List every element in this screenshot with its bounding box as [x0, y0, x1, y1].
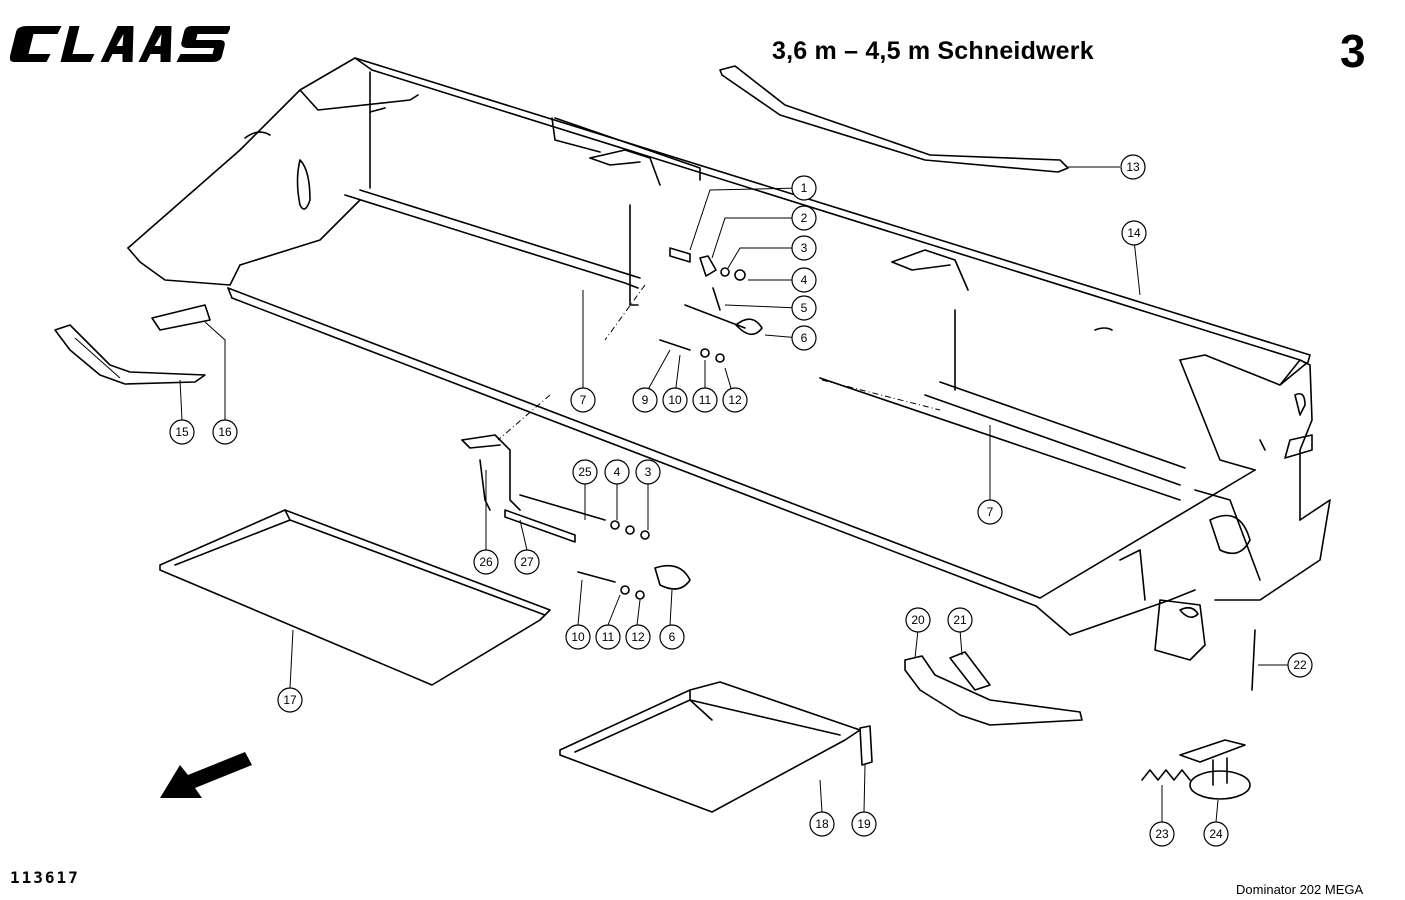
callout-4: 4: [604, 459, 630, 485]
claas-logo-wordmark: [10, 26, 230, 62]
callout-27: 27: [514, 549, 540, 575]
callout-3: 3: [791, 235, 817, 261]
callout-10: 10: [662, 387, 688, 413]
callout-1: 1: [791, 175, 817, 201]
svg-text:15: 15: [175, 425, 189, 439]
callout-7: 7: [977, 499, 1003, 525]
callout-15: 15: [169, 419, 195, 445]
svg-text:24: 24: [1209, 827, 1223, 841]
callout-12: 12: [722, 387, 748, 413]
svg-text:14: 14: [1127, 226, 1141, 240]
machine-model: Dominator 202 MEGA: [1236, 882, 1364, 897]
part-15-guide: [54, 324, 206, 385]
svg-text:23: 23: [1155, 827, 1169, 841]
callout-16: 16: [212, 419, 238, 445]
svg-text:6: 6: [669, 630, 676, 644]
svg-text:20: 20: [911, 613, 925, 627]
svg-text:10: 10: [571, 630, 585, 644]
part-19-strip: [859, 725, 873, 766]
callout-10: 10: [565, 624, 591, 650]
claas-logo: [10, 26, 230, 62]
callout-20: 20: [905, 607, 931, 633]
part-16-plate: [151, 304, 211, 331]
left-side-panel: [127, 57, 419, 286]
svg-text:6: 6: [801, 331, 808, 345]
callout-17: 17: [277, 687, 303, 713]
svg-text:17: 17: [283, 693, 297, 707]
svg-text:5: 5: [801, 301, 808, 315]
beam-brackets: [589, 149, 969, 291]
direction-arrow-icon: [160, 752, 252, 798]
callout-22: 22: [1287, 652, 1313, 678]
callout-23: 23: [1149, 821, 1175, 847]
svg-text:10: 10: [668, 393, 682, 407]
right-end-frame: [1035, 327, 1331, 661]
part-26-27-hitch: [461, 434, 606, 543]
part-17-tray: [159, 509, 551, 686]
callout-13: 13: [1120, 154, 1146, 180]
leader-lines: [179, 166, 1288, 823]
callout-2: 2: [791, 205, 817, 231]
svg-text:18: 18: [815, 817, 829, 831]
header-frame: [227, 57, 1311, 607]
fastener-group-lower: [577, 520, 691, 600]
svg-text:3: 3: [645, 465, 652, 479]
callout-12: 12: [625, 624, 651, 650]
part-13-cover-strip: [719, 65, 1069, 173]
callout-26: 26: [473, 549, 499, 575]
callout-3: 3: [635, 459, 661, 485]
part-23-spring: [1141, 769, 1191, 781]
part-18-tray: [559, 681, 861, 813]
svg-text:22: 22: [1293, 658, 1307, 672]
part-24-stand: [1179, 739, 1251, 800]
svg-text:26: 26: [479, 555, 493, 569]
callout-6: 6: [659, 624, 685, 650]
callout-7: 7: [570, 387, 596, 413]
callout-6: 6: [791, 325, 817, 351]
callout-18: 18: [809, 811, 835, 837]
svg-text:7: 7: [580, 393, 587, 407]
callout-19: 19: [851, 811, 877, 837]
callout-11: 11: [692, 387, 718, 413]
callout-24: 24: [1203, 821, 1229, 847]
callout-21: 21: [947, 607, 973, 633]
svg-text:13: 13: [1126, 160, 1140, 174]
svg-text:19: 19: [857, 817, 871, 831]
part-20-21-guide: [904, 651, 1083, 726]
svg-text:4: 4: [801, 273, 808, 287]
svg-text:7: 7: [987, 505, 994, 519]
callout-5: 5: [791, 295, 817, 321]
diagram-title: 3,6 m – 4,5 m Schneidwerk: [772, 37, 1094, 65]
page-number: 3: [1340, 25, 1366, 77]
svg-text:16: 16: [218, 425, 232, 439]
svg-text:11: 11: [699, 393, 712, 407]
svg-text:11: 11: [602, 630, 615, 644]
svg-text:3: 3: [801, 241, 808, 255]
svg-text:21: 21: [953, 613, 967, 627]
svg-text:4: 4: [614, 465, 621, 479]
callout-25: 25: [572, 459, 598, 485]
drawing-number: 113617: [10, 868, 80, 887]
callout-11: 11: [595, 624, 621, 650]
svg-text:25: 25: [578, 465, 592, 479]
svg-text:12: 12: [728, 393, 742, 407]
svg-text:2: 2: [801, 211, 808, 225]
fastener-group-upper: [659, 247, 763, 363]
callout-9: 9: [632, 387, 658, 413]
svg-text:12: 12: [631, 630, 645, 644]
part-22-chain: [1251, 629, 1256, 691]
callout-4: 4: [791, 267, 817, 293]
svg-text:1: 1: [801, 181, 808, 195]
svg-text:9: 9: [642, 393, 649, 407]
callout-14: 14: [1121, 220, 1147, 246]
svg-text:27: 27: [520, 555, 534, 569]
